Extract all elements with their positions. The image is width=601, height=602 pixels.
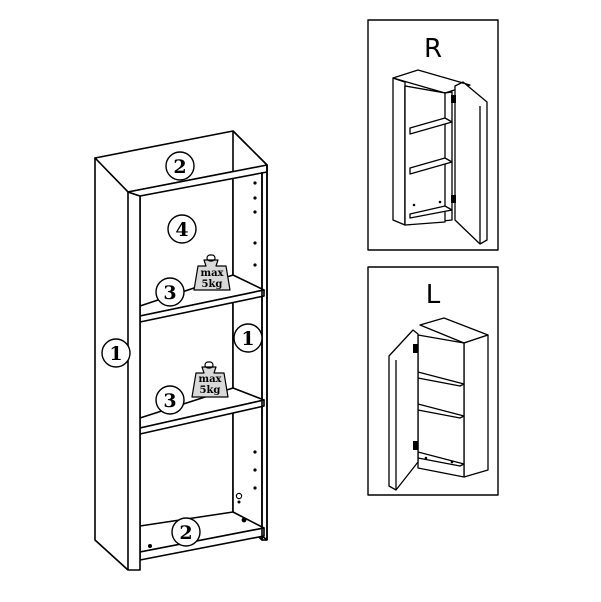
variant-left-panel: L	[367, 266, 499, 496]
label-shelf-upper: 3	[163, 282, 176, 304]
inner-right-surface	[232, 171, 263, 541]
label-top-panel: 2	[173, 156, 186, 178]
variant-right-label: R	[424, 34, 442, 64]
weight-badge-upper: max 5kg	[193, 254, 231, 291]
variant-right-panel: R	[367, 19, 499, 251]
label-side-inner: 1	[241, 328, 254, 350]
weight-badge-upper-line2: 5kg	[202, 279, 223, 290]
label-bottom-panel: 2	[179, 522, 192, 544]
weight-badge-lower-line2: 5kg	[200, 385, 221, 396]
shelf-pin-holes	[148, 181, 257, 548]
weight-badge-lower-line1: max	[198, 374, 222, 385]
weight-badge-lower: max 5kg	[191, 361, 229, 398]
variant-left-label: L	[426, 280, 441, 310]
label-back-panel: 4	[175, 219, 188, 241]
label-shelf-lower: 3	[163, 390, 176, 412]
weight-badge-upper-line1: max	[200, 268, 224, 279]
part-labels	[101, 151, 263, 547]
label-side-left: 1	[109, 343, 122, 365]
